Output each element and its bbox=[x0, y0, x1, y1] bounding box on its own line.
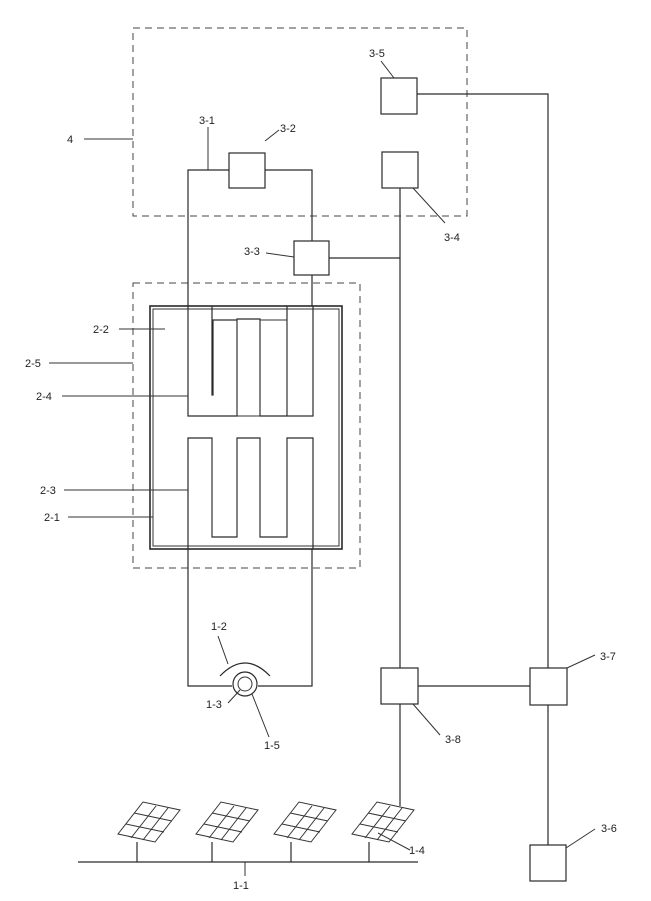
label-2-2: 2-2 bbox=[93, 324, 109, 336]
leader-1-2 bbox=[218, 636, 228, 664]
leader-1-5 bbox=[252, 694, 269, 737]
label-3-8: 3-8 bbox=[445, 734, 461, 746]
leader-3-3 bbox=[266, 253, 294, 257]
label-3-2: 3-2 bbox=[280, 123, 296, 135]
coil-2-4-detail bbox=[212, 320, 313, 416]
box-3-3 bbox=[294, 241, 329, 275]
label-1-1: 1-1 bbox=[233, 880, 249, 892]
label-3-7: 3-7 bbox=[600, 651, 616, 663]
box-3-5 bbox=[381, 78, 417, 114]
label-2-3: 2-3 bbox=[40, 485, 56, 497]
leader-1-3 bbox=[228, 690, 240, 703]
label-2-4: 2-4 bbox=[36, 391, 52, 403]
label-1-3: 1-3 bbox=[206, 699, 222, 711]
pipe-return bbox=[265, 170, 312, 241]
coil-2-3 bbox=[188, 438, 313, 549]
enclosure-2-5 bbox=[133, 283, 360, 568]
leader-3-6 bbox=[566, 829, 595, 848]
coil-2-3-detail bbox=[212, 438, 287, 537]
leader-3-4 bbox=[413, 188, 445, 223]
leader-3-7 bbox=[567, 655, 595, 668]
label-3-4: 3-4 bbox=[444, 232, 460, 244]
pipe-3-1 bbox=[188, 170, 229, 306]
leader-3-5 bbox=[381, 61, 394, 78]
box-3-4 bbox=[382, 152, 418, 188]
wire-3-5-right bbox=[417, 94, 548, 668]
box-3-6 bbox=[530, 845, 566, 881]
pump-icon bbox=[233, 672, 257, 696]
label-3-5: 3-5 bbox=[369, 48, 385, 60]
coil-2-4 bbox=[188, 306, 313, 416]
solar-panel-icon bbox=[352, 802, 414, 862]
label-1-2: 1-2 bbox=[211, 621, 227, 633]
box-3-2 bbox=[229, 153, 265, 188]
box-3-8 bbox=[381, 668, 418, 704]
box-3-7 bbox=[530, 668, 567, 705]
label-4: 4 bbox=[67, 134, 73, 146]
solar-panel-icon bbox=[274, 802, 336, 862]
leader-3-8 bbox=[413, 704, 440, 735]
label-2-1: 2-1 bbox=[44, 512, 60, 524]
solar-panel-icon bbox=[118, 802, 180, 862]
solar-panel-icon bbox=[196, 802, 258, 862]
pipe-bottom-loop bbox=[188, 549, 312, 686]
label-1-4: 1-4 bbox=[409, 845, 425, 857]
label-1-5: 1-5 bbox=[264, 740, 280, 752]
leader-3-2 bbox=[265, 130, 279, 141]
label-3-3: 3-3 bbox=[244, 246, 260, 258]
label-3-6: 3-6 bbox=[601, 823, 617, 835]
label-2-5: 2-5 bbox=[25, 358, 41, 370]
label-3-1: 3-1 bbox=[199, 115, 215, 127]
tank-2-1-inner bbox=[153, 309, 339, 546]
